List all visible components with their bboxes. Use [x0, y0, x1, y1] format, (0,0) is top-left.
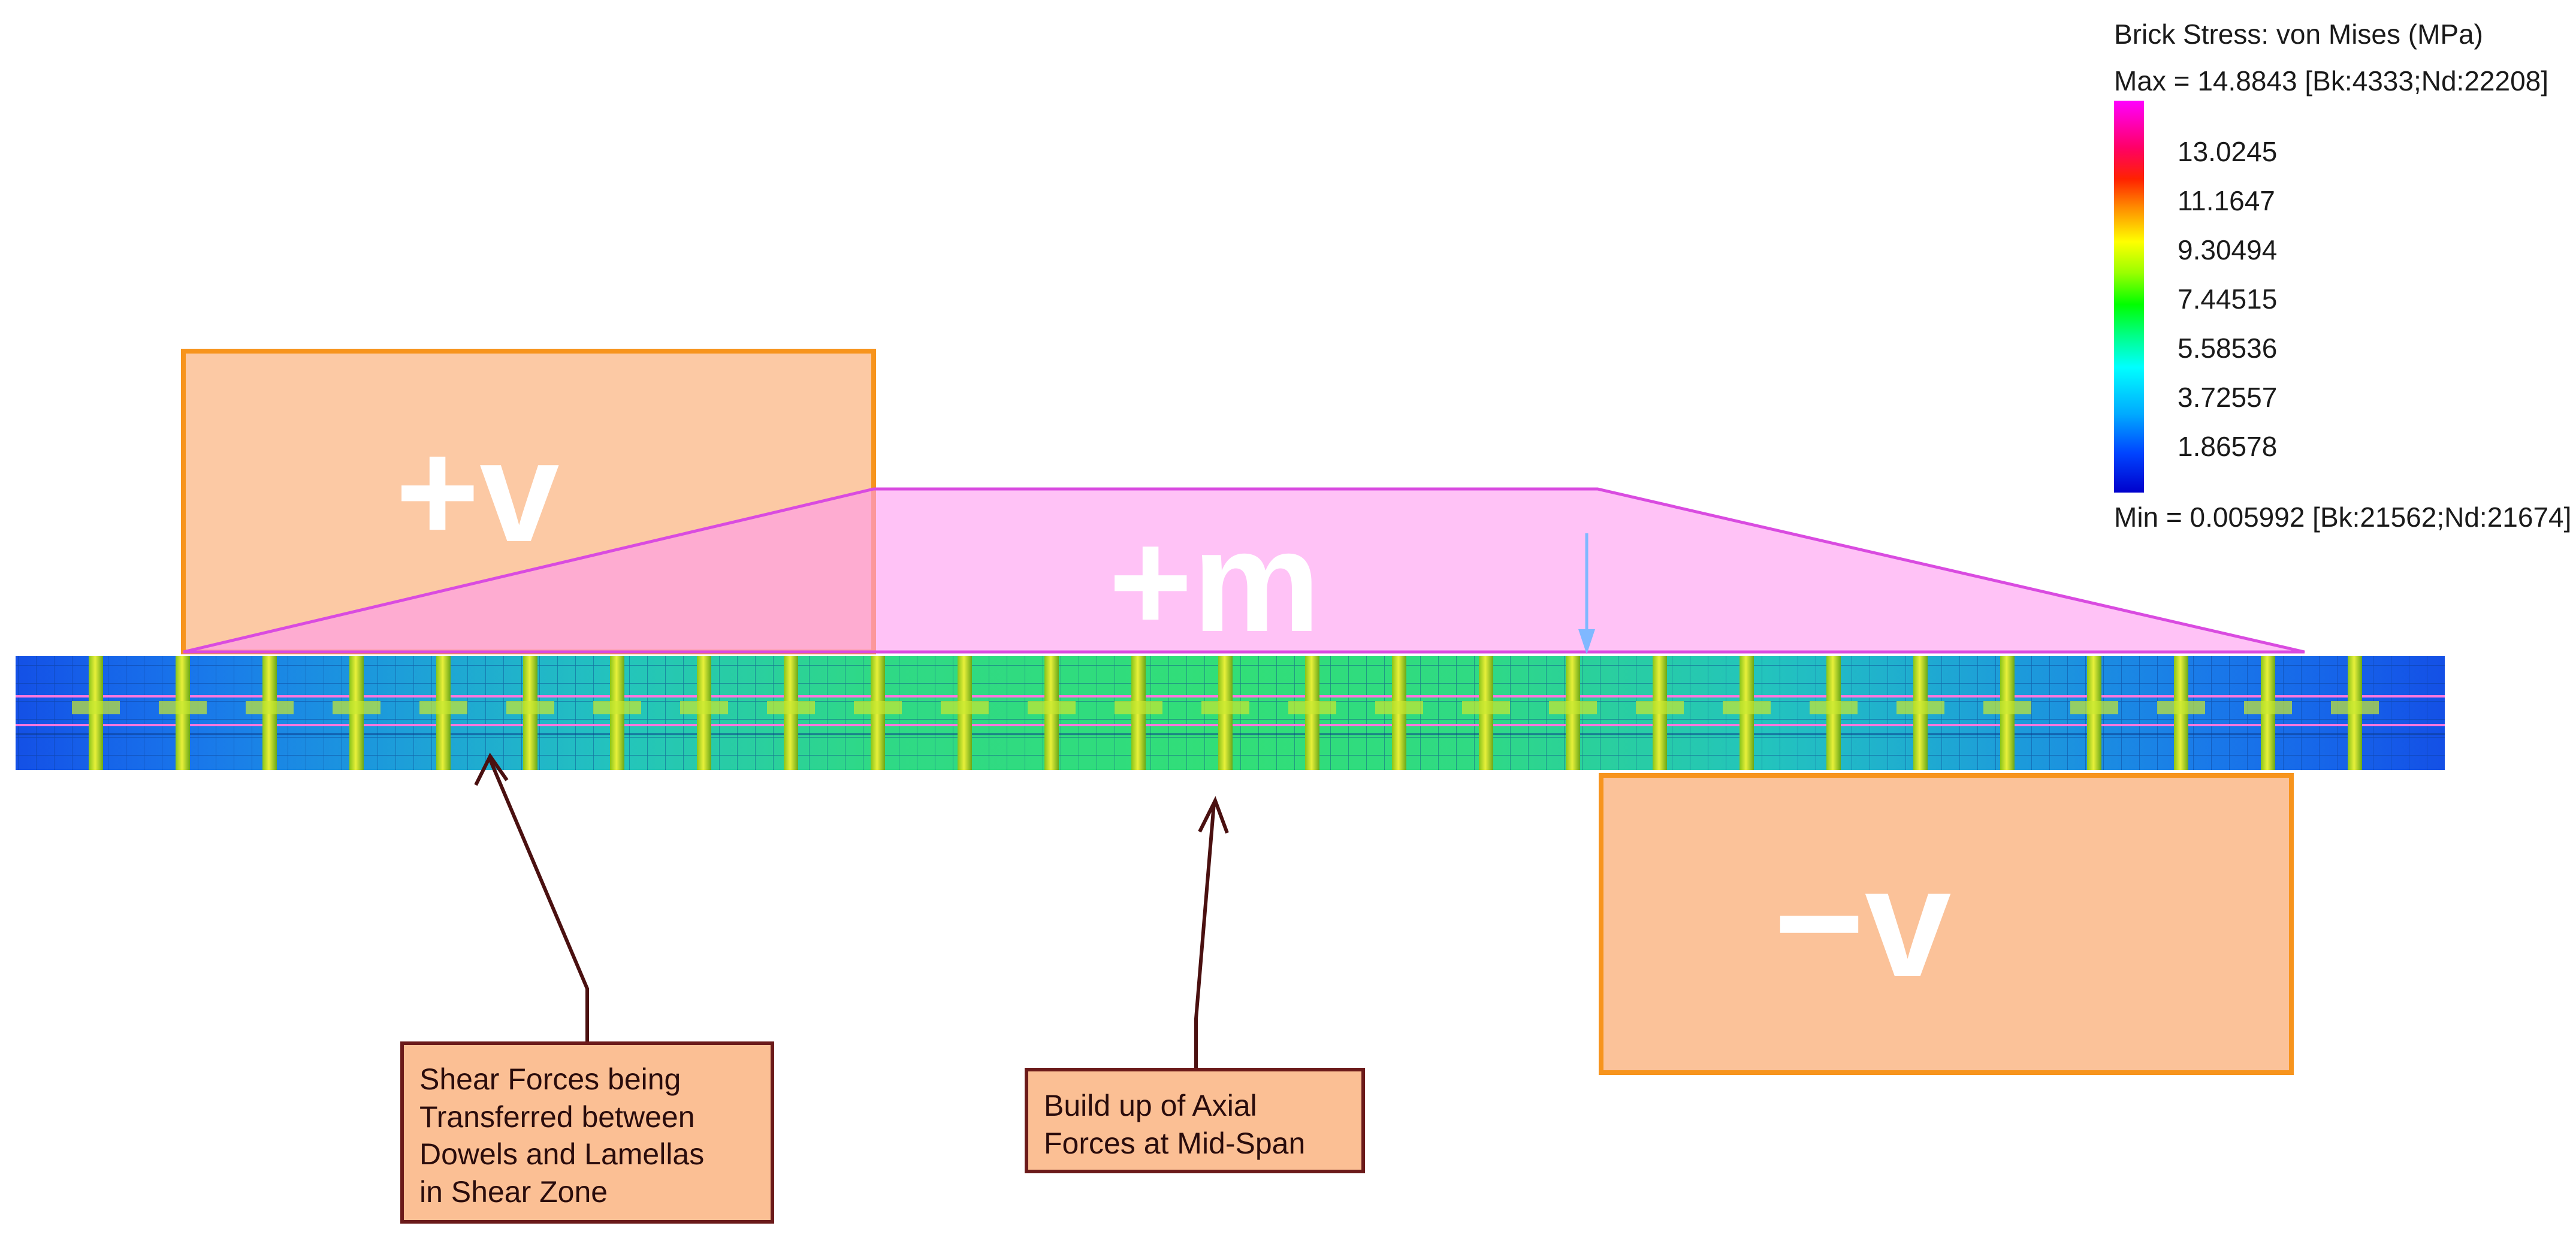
dowel-bearing	[1115, 701, 1162, 714]
dowel-bearing	[159, 701, 207, 714]
dowel-array	[72, 656, 2379, 770]
legend-tick: 11.1647	[2178, 185, 2275, 216]
legend-color-bar	[2114, 101, 2144, 493]
positive-shear-label: +v	[395, 411, 560, 572]
dowel-bearing	[333, 701, 380, 714]
dowel-bearing	[1288, 701, 1336, 714]
shear-callout-arrow	[474, 753, 589, 1044]
dowel-bearing	[767, 701, 815, 714]
dowel-bearing	[2070, 701, 2118, 714]
dowel-bearing	[593, 701, 641, 714]
axial-forces-callout: Build up of Axial Forces at Mid-Span	[1025, 1068, 1365, 1173]
beam-mesh	[16, 656, 2445, 770]
dowel-bearing	[246, 701, 294, 714]
dowel-bearing	[2331, 701, 2379, 714]
axial-callout-arrow	[1194, 796, 1229, 1070]
legend-tick: 5.58536	[2178, 333, 2278, 364]
legend-tick: 1.86578	[2178, 431, 2278, 462]
dowel-bearing	[2157, 701, 2205, 714]
dowel-bearing	[1636, 701, 1684, 714]
callout-line: Transferred between	[419, 1100, 695, 1134]
load-arrow-icon	[1578, 533, 1595, 654]
callout-line: in Shear Zone	[419, 1174, 608, 1209]
dowel-bearing	[1549, 701, 1597, 714]
callout-line: Build up of Axial	[1044, 1089, 1257, 1122]
legend-title: Brick Stress: von Mises (MPa)	[2114, 19, 2483, 50]
dowel-bearing	[72, 701, 120, 714]
legend-tick: 7.44515	[2178, 283, 2278, 315]
dowel-bearing	[1028, 701, 1076, 714]
dowel-bearing	[1462, 701, 1510, 714]
dowel-bearing	[680, 701, 728, 714]
callout-line: Dowels and Lamellas	[419, 1137, 705, 1171]
moment-diagram	[183, 487, 2305, 654]
callout-line: Forces at Mid-Span	[1044, 1126, 1306, 1160]
dowel-bearing	[941, 701, 989, 714]
legend-max: Max = 14.8843 [Bk:4333;Nd:22208]	[2114, 65, 2549, 96]
dowel-bearing	[506, 701, 554, 714]
dowel-bearing	[1810, 701, 1858, 714]
legend-tick: 9.30494	[2178, 234, 2278, 265]
dowel-bearing	[2244, 701, 2292, 714]
dowel-bearing	[1983, 701, 2031, 714]
negative-shear-label: −v	[1774, 836, 1952, 1010]
legend-tick: 13.0245	[2178, 136, 2278, 167]
legend-min: Min = 0.005992 [Bk:21562;Nd:21674]	[2114, 502, 2572, 533]
dowel-bearing	[1375, 701, 1423, 714]
callout-line: Shear Forces being	[419, 1062, 681, 1096]
shear-transfer-callout: Shear Forces being Transferred between D…	[400, 1041, 774, 1224]
dowel-bearing	[419, 701, 467, 714]
dowel-bearing	[854, 701, 902, 714]
legend-tick: 3.72557	[2178, 382, 2278, 413]
dowel-bearing	[1896, 701, 1944, 714]
dowel-bearing	[1723, 701, 1771, 714]
dowel-bearing	[1201, 701, 1249, 714]
moment-label: +m	[1109, 501, 1321, 662]
negative-shear-box	[1599, 773, 2294, 1075]
